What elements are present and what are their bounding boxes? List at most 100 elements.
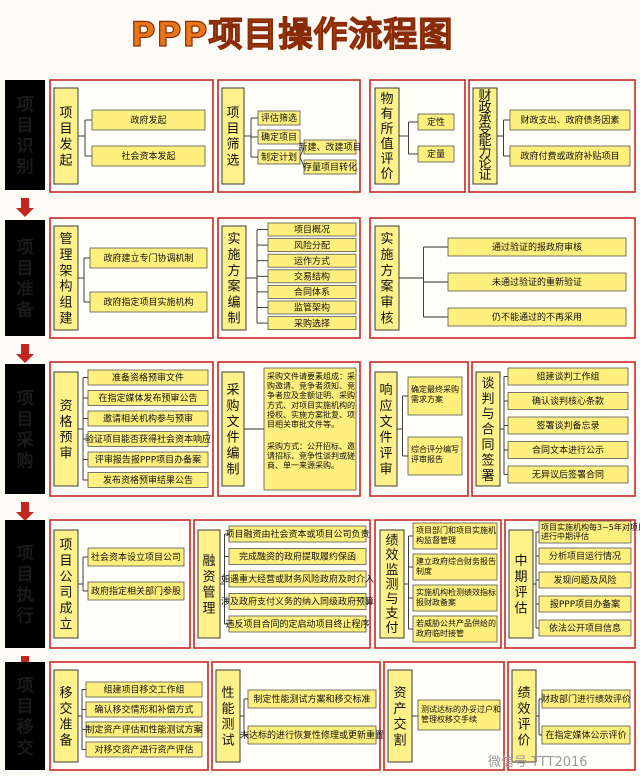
stage2-item: 政府建立专门协调机制 bbox=[103, 252, 193, 264]
stage4-col3: 绩效监测与支付 bbox=[385, 534, 398, 636]
stage1-col2: 项目筛选 bbox=[226, 106, 239, 169]
stage-label-box bbox=[5, 80, 45, 190]
stage3-item: 无异议后签署合同 bbox=[532, 469, 604, 481]
stage4-item: 依法公开项目信息 bbox=[549, 622, 621, 634]
stage5-item: 制定性能测试方案和移交标准 bbox=[253, 693, 370, 705]
stage1-item: 新建、改建项目 bbox=[298, 141, 361, 153]
stage2-col2: 实施方案编制 bbox=[227, 232, 240, 326]
stage4-item: 分析项目运行情况 bbox=[549, 550, 621, 562]
stage4-item-box bbox=[412, 522, 498, 550]
stage1-item: 定量 bbox=[427, 148, 445, 160]
stage2-item: 政府指定项目实施机构 bbox=[103, 296, 193, 308]
connector-line bbox=[299, 146, 305, 158]
stage2-item: 仍不能通过的不再采用 bbox=[492, 311, 582, 323]
stage4-item: 违反项目合同的定启动项目终止程序 bbox=[225, 618, 369, 630]
stage-label: 项目准备 bbox=[16, 238, 35, 320]
stage-label-box bbox=[5, 662, 45, 770]
stage4-item-box bbox=[412, 615, 498, 643]
stage-5: 项目移交移交准备组建项目移交工作组确认移交情形和补偿方式制定资产评估和性能测试方… bbox=[5, 661, 636, 771]
stage3-item: 组建谈判工作组 bbox=[536, 371, 599, 383]
stage4-item-box bbox=[412, 553, 498, 581]
stage3-col1: 资格预审 bbox=[59, 399, 72, 462]
stage2-item: 合同体系 bbox=[294, 286, 330, 298]
stage3-item: 合同文本进行公示 bbox=[532, 444, 604, 456]
stage5-col4: 绩效评价 bbox=[517, 686, 530, 749]
stage1-item: 存量项目转化 bbox=[303, 161, 357, 173]
stage4-item: 项目部门和项目实施机构监督管理 bbox=[416, 525, 496, 545]
stage3-item: 邀请相关机构参与预审 bbox=[103, 413, 193, 425]
stage4-col2: 融资管理 bbox=[202, 554, 215, 617]
stage5-item: 财政部门进行绩效评价 bbox=[541, 693, 631, 705]
stage4-col3-box bbox=[379, 529, 405, 639]
stage1-col4: 财政承受能力论证 bbox=[478, 89, 491, 183]
stage2-col1: 管理架构组建 bbox=[59, 232, 72, 326]
stage4-item-box bbox=[412, 584, 498, 612]
stage1-item: 社会资本发起 bbox=[121, 150, 175, 162]
stage2-col3: 实施方案审核 bbox=[380, 232, 393, 326]
stage3-item: 综合评分编写评审报告 bbox=[411, 444, 459, 464]
stage3-col3: 响应文件评审 bbox=[379, 382, 392, 477]
stage3-item-box bbox=[407, 376, 463, 416]
stage-label: 项目识别 bbox=[16, 95, 34, 177]
down-arrow-icon bbox=[16, 344, 34, 363]
stage-label-box bbox=[5, 220, 45, 336]
stage4-item: 报PPP项目办备案 bbox=[550, 598, 620, 610]
stage4-item: 实施机构检测绩效指标报财政备案 bbox=[416, 587, 496, 607]
stage-label: 项目移交 bbox=[17, 676, 34, 758]
stage3-item: 签署谈判备忘录 bbox=[536, 420, 599, 432]
stage-label: 项目采购 bbox=[16, 389, 34, 471]
stage1-item: 财政支出、政府债务因素 bbox=[520, 114, 619, 126]
stage1-col1: 项目发起 bbox=[59, 106, 72, 169]
connector-line bbox=[299, 156, 305, 168]
stage1-col3-box bbox=[374, 87, 400, 185]
stage-label-box bbox=[5, 520, 45, 648]
stage4-item: 项目融资由社会资本或项目公司负责 bbox=[225, 528, 369, 540]
stage4-item: 若威胁公共产品供给的政府临时接管 bbox=[416, 618, 496, 638]
stage5-col1: 移交准备 bbox=[59, 686, 72, 749]
stage2-item: 运作方式 bbox=[294, 255, 330, 267]
stage2-item: 未通过验证的重新验证 bbox=[492, 276, 582, 288]
stage4-col4-box bbox=[508, 529, 534, 639]
stage5-item: 组建项目移交工作组 bbox=[103, 684, 184, 696]
stage1-col4-box bbox=[472, 87, 498, 185]
stage2-item: 交易结构 bbox=[294, 271, 330, 283]
stage4-col1: 项目公司成立 bbox=[59, 538, 72, 632]
stage5-item: 制定资产评估和性能测试方案 bbox=[85, 724, 202, 736]
stage-3: 项目采购资格预审准备资格预审文件在指定媒体发布预审公告邀请相关机构参与预审验证项… bbox=[5, 361, 636, 521]
stage2-item: 采购选择 bbox=[294, 317, 330, 329]
stage5-col4-box bbox=[511, 669, 537, 763]
stage3-item: 确认谈判核心条款 bbox=[532, 395, 604, 407]
diagram-body: 项目识别项目发起政府发起社会资本发起项目筛选评估筛选确定项目制定计划新建、改建项… bbox=[5, 79, 640, 771]
stage3-note: 采购文件请要素组成：采购邀请、竞争者须知、竞争者应及金额证明、采购方式、对项目实… bbox=[267, 371, 355, 429]
stage4-item: 涉及政府支付义务的纳入同级政府预算 bbox=[221, 596, 374, 608]
stage1-item: 确定项目 bbox=[261, 131, 297, 143]
stage5-item: 未达标的进行恢复性修理或更新重置 bbox=[240, 729, 384, 741]
watermark-text: 微信号 TTT2016 bbox=[488, 755, 588, 770]
stage5-col2: 性能测试 bbox=[221, 686, 234, 749]
stage2-col1-box bbox=[53, 225, 79, 331]
stage3-item: 准备资格预审文件 bbox=[112, 372, 184, 384]
stage1-col1-box bbox=[53, 87, 79, 185]
stage1-item: 评估筛选 bbox=[261, 112, 297, 124]
stage4-item: 如遇重大经营或财务风险政府及时介入 bbox=[221, 573, 374, 585]
down-arrow-icon bbox=[16, 502, 34, 521]
stage2-item: 项目概况 bbox=[294, 224, 330, 236]
stage3-item: 确定最终采购需求方案 bbox=[411, 384, 459, 404]
stage2-item: 通过验证的报政府审核 bbox=[492, 241, 582, 253]
stage5-item-box bbox=[417, 699, 501, 731]
stage-1: 项目识别项目发起政府发起社会资本发起项目筛选评估筛选确定项目制定计划新建、改建项… bbox=[5, 79, 636, 217]
stage3-item-box bbox=[407, 436, 463, 476]
stage1-item: 定性 bbox=[427, 116, 445, 128]
stage3-item: 评审报告报PPP项目办备案 bbox=[95, 454, 201, 466]
stage1-item: 政府发起 bbox=[130, 114, 166, 126]
stage1-col3: 物有所值评价 bbox=[380, 92, 393, 182]
stage5-col1-box bbox=[53, 669, 79, 763]
stage3-col4: 谈判与合同签署 bbox=[481, 376, 494, 484]
stage4-item: 发现问题及风险 bbox=[553, 574, 616, 586]
stage3-item: 验证项目能否获得社会资本响应 bbox=[85, 433, 211, 445]
stage4-item: 政府指定相关部门参股 bbox=[91, 585, 181, 597]
stage5-item: 对移交资产进行资产评估 bbox=[94, 744, 193, 756]
stage2-item: 监管架构 bbox=[294, 302, 330, 314]
